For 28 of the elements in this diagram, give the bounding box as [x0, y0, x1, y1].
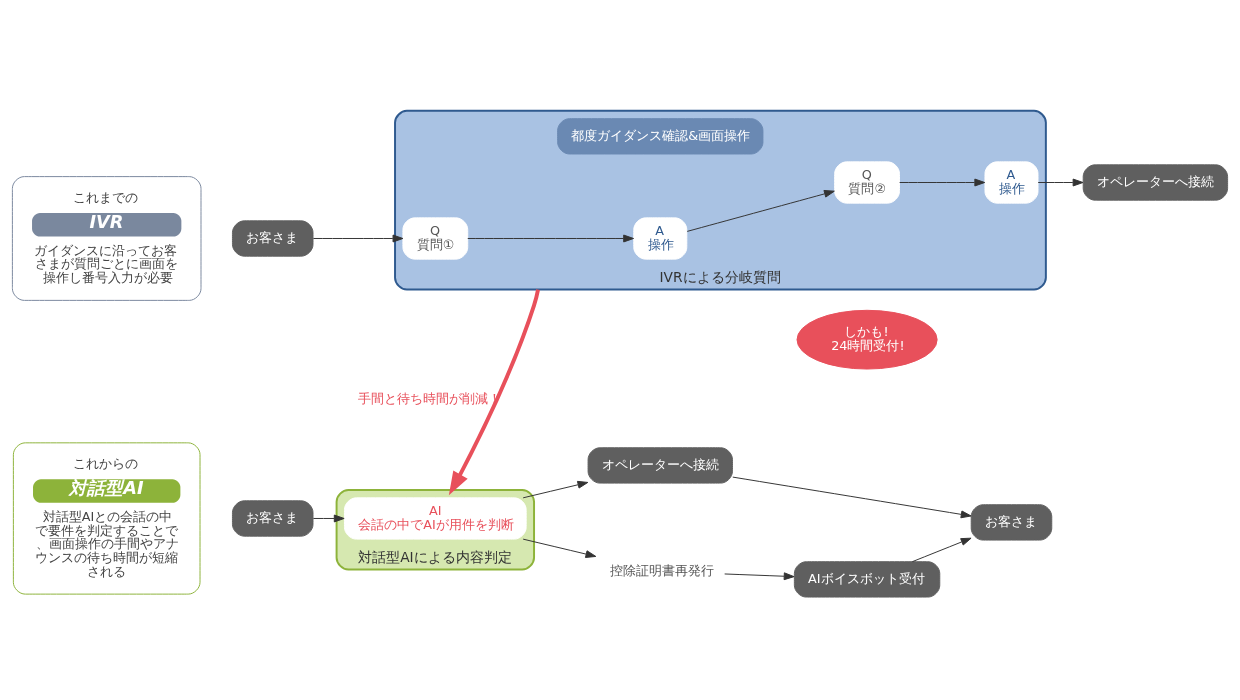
- arrow: [522, 538, 597, 558]
- node-text: 控除証明書再発行: [609, 562, 714, 578]
- arrow: [312, 234, 404, 243]
- node-box: Q 質問②: [834, 161, 900, 204]
- arrow: [448, 289, 540, 496]
- node-box: オペレーターへ接続: [1082, 164, 1229, 201]
- arrow: [312, 514, 345, 523]
- arrow: [686, 189, 835, 232]
- arrow: [467, 234, 634, 243]
- node-box: お客さま: [231, 220, 314, 257]
- node-box: AI 会話の中でAIが用件を判断: [343, 497, 527, 540]
- node-box: Q 質問①: [402, 217, 469, 260]
- arrow: [724, 572, 795, 581]
- arrow: [911, 537, 972, 563]
- node-box: A 操作: [633, 217, 688, 260]
- node-ellipse: しかも! 24時間受付!: [796, 309, 938, 370]
- arrow: [732, 476, 972, 519]
- node-box: これからの 対話型AI 対話型AIとの会話の中で要件を判定することで、画面操作の手間やアナウンスの待ち時間が短縮される: [12, 442, 201, 595]
- node-box: AIボイスボット受付: [793, 561, 941, 598]
- node-box: オペレーターへ接続: [587, 447, 733, 484]
- arrow: [899, 178, 986, 187]
- node-box: お客さま: [231, 500, 314, 537]
- node-box: 都度ガイダンス確認&画面操作: [557, 118, 764, 155]
- arrow: [522, 480, 589, 499]
- arrow: [1037, 178, 1084, 187]
- node-box: お客さま: [970, 504, 1053, 541]
- node-box: これまでの IVR ガイダンスに沿ってお客さまが質問ごとに画面を操作し番号入力が必要: [11, 176, 202, 301]
- node-box: A 操作: [984, 161, 1039, 204]
